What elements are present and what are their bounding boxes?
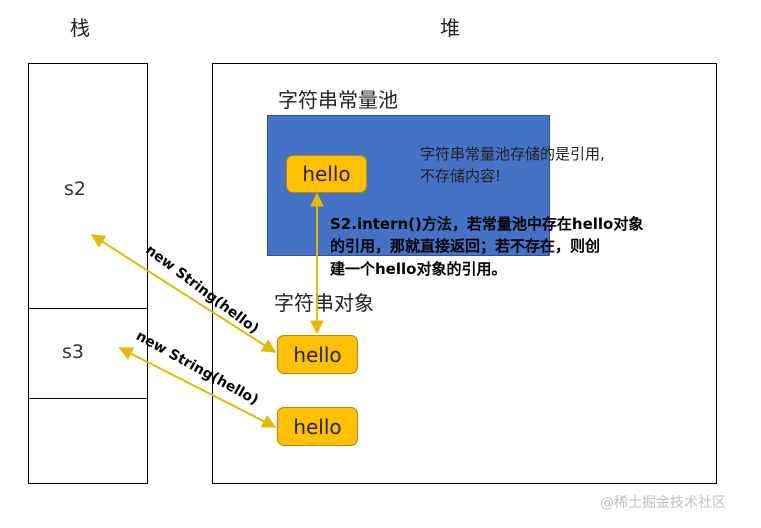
- intern-note-line1: S2.intern()方法，若常量池中存在hello对象: [330, 215, 644, 233]
- pool-title: 字符串常量池: [278, 88, 398, 112]
- arrow-s2-to-hello: [90, 234, 277, 353]
- object-hello-node-2: hello: [277, 407, 358, 446]
- stack-divider: [29, 398, 147, 399]
- stack-cell-s2: s2: [64, 178, 86, 200]
- pool-note-line2: 不存储内容!: [420, 167, 502, 185]
- arrow-s3-to-hello: [118, 347, 277, 428]
- stack-cell-s3: s3: [62, 341, 84, 363]
- watermark: @稀土掘金技术社区: [600, 495, 726, 511]
- stack-divider: [29, 308, 147, 309]
- stack-header: 栈: [70, 16, 90, 40]
- heap-header: 堆: [440, 16, 460, 40]
- intern-note-line3: 建一个hello对象的引用。: [330, 260, 507, 278]
- object-hello-node-1: hello: [277, 335, 358, 374]
- pool-note-line1: 字符串常量池存储的是引用,: [420, 145, 605, 163]
- intern-note-line2: 的引用，那就直接返回；若不存在，则创: [330, 237, 601, 255]
- objects-title: 字符串对象: [274, 291, 374, 315]
- pool-hello-node: hello: [286, 155, 367, 193]
